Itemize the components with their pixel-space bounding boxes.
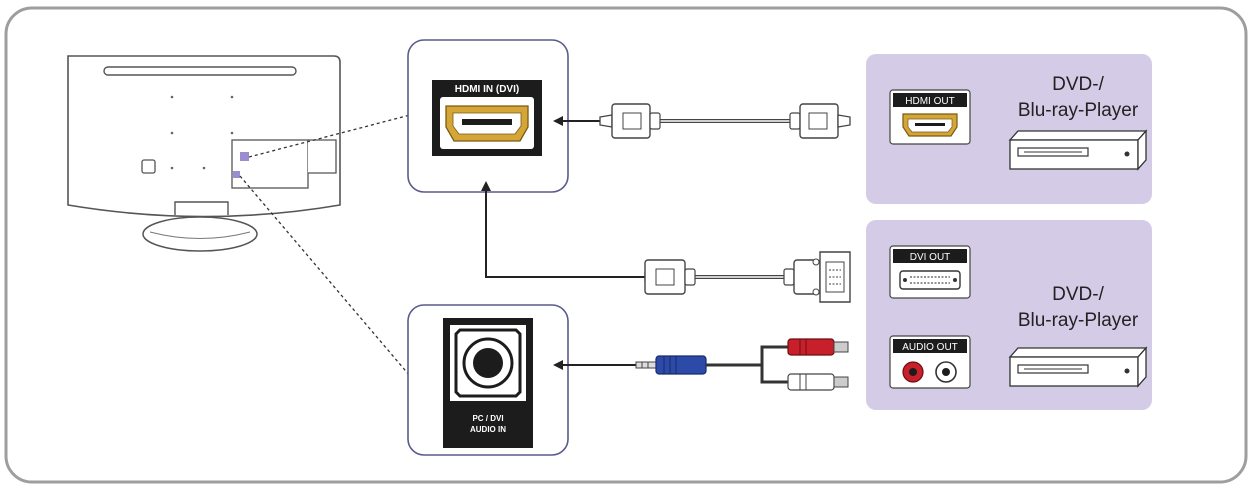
audio-in-label-line2: AUDIO IN: [470, 425, 506, 434]
hdmi-in-callout: HDMI IN (DVI): [407, 39, 569, 193]
leader-line-hdmi: [248, 114, 411, 158]
audio-in-label-line1: PC / DVI: [472, 414, 503, 423]
monitor-stand-neck: [174, 201, 229, 215]
device-top-name-line2: Blu-ray-Player: [1018, 100, 1139, 121]
monitor-audio-port-marker: [233, 171, 240, 178]
monitor-rear-view: [67, 55, 341, 252]
dvi-out-port-icon: [899, 270, 961, 290]
audio-out-label: AUDIO OUT: [902, 342, 958, 353]
rca-plug-red: [787, 338, 835, 356]
monitor-vent: [103, 66, 297, 76]
audio-in-callout: PC / DVI AUDIO IN: [407, 304, 569, 456]
audio-cable: [553, 338, 849, 391]
monitor-hdmi-port-marker: [240, 152, 249, 161]
hdmi-cable-top: [553, 103, 851, 139]
device-panel-top: HDMI OUT DVD-/ Blu-ray-Player: [866, 54, 1152, 204]
monitor-side-bracket: [308, 139, 337, 174]
leader-line-audio: [239, 175, 411, 377]
monitor-body: [67, 55, 341, 218]
dvi-out-label: DVI OUT: [910, 252, 951, 263]
monitor-port-panel: [231, 139, 309, 189]
monitor-stand-base: [142, 216, 258, 252]
device-bottom-name-line1: DVD-/: [1052, 284, 1104, 305]
device-panel-bottom: DVI OUT AUDIO OUT DVD-/ Blu-ray-Player: [866, 220, 1152, 410]
dvd-player-icon-top: [1008, 129, 1148, 171]
device-bottom-name-line2: Blu-ray-Player: [1018, 310, 1139, 331]
dvd-player-icon-bottom: [1008, 346, 1148, 388]
rca-plug-white: [787, 373, 835, 391]
device-top-name-line1: DVD-/: [1052, 74, 1104, 95]
hdmi-dvi-cable: [481, 181, 851, 303]
monitor-lock-slot: [141, 159, 156, 174]
hdmi-out-label: HDMI OUT: [905, 96, 954, 107]
hdmi-in-label: HDMI IN (DVI): [455, 84, 519, 95]
monitor-screw-dots: [170, 95, 234, 170]
